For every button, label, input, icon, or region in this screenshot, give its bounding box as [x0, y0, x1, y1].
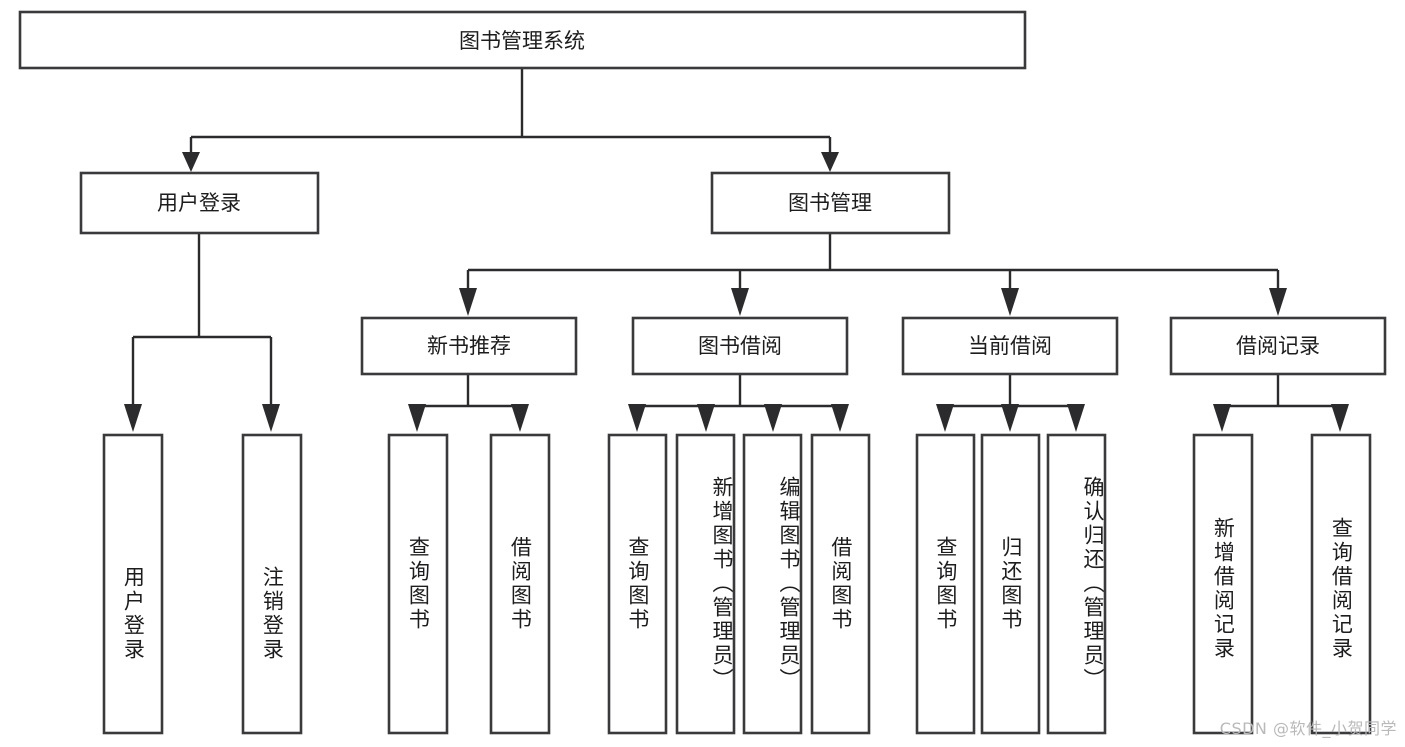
- arrow-head-leaf-confirm-return: [1067, 404, 1085, 432]
- node-leaf-return-book-box[interactable]: [980, 433, 1041, 735]
- node-book-borrow[interactable]: 图书借阅: [631, 316, 849, 376]
- node-current-borrow-label: 当前借阅: [968, 334, 1052, 358]
- connector-group-current-borrow-to-leaves: [936, 374, 1085, 432]
- connector-group-user-login-to-leaves: [124, 233, 280, 432]
- node-leaf-logout-login-box[interactable]: [241, 433, 303, 735]
- node-leaf-query-book-2-box[interactable]: [607, 433, 668, 735]
- arrow-head-leaf-user-login: [124, 404, 142, 432]
- node-root[interactable]: 图书管理系统: [18, 10, 1027, 70]
- arrow-head-user-login: [182, 152, 200, 172]
- node-user-login-box[interactable]: [79, 171, 320, 235]
- node-leaf-confirm-return-box[interactable]: [1046, 433, 1107, 735]
- arrow-head-leaf-query-record: [1331, 404, 1349, 432]
- node-book-borrow-label: 图书借阅: [698, 334, 782, 358]
- node-leaf-query-record-box[interactable]: [1310, 433, 1372, 735]
- node-leaf-user-login-box[interactable]: [102, 433, 164, 735]
- arrow-head-leaf-edit-book: [764, 404, 782, 432]
- node-leaf-add-record-box[interactable]: [1192, 433, 1254, 735]
- node-new-book-recommend-label: 新书推荐: [427, 334, 511, 358]
- arrow-head-leaf-query-book-3: [936, 404, 954, 432]
- connector-group-borrow-record-to-leaves: [1213, 374, 1349, 432]
- arrow-head-leaf-add-record: [1213, 404, 1231, 432]
- node-leaf-edit-book-box[interactable]: [742, 433, 803, 735]
- arrow-head-new-book-recommend: [459, 288, 477, 316]
- node-root-label: 图书管理系统: [459, 29, 585, 53]
- arrow-head-leaf-query-book-1: [408, 404, 426, 432]
- node-root-box[interactable]: [18, 10, 1027, 70]
- connector-group-root-to-level2: [182, 68, 839, 172]
- node-leaf-query-book-1-box[interactable]: [387, 433, 449, 735]
- node-leaf-query-book-3-box[interactable]: [915, 433, 976, 735]
- node-book-manage-box[interactable]: [710, 171, 951, 235]
- arrow-head-leaf-query-book-2: [628, 404, 646, 432]
- node-book-manage[interactable]: 图书管理: [710, 171, 951, 235]
- node-borrow-record-label: 借阅记录: [1236, 334, 1320, 358]
- node-leaf-add-book-box[interactable]: [675, 433, 736, 735]
- node-borrow-record-box[interactable]: [1169, 316, 1387, 376]
- node-user-login-label: 用户登录: [157, 191, 241, 215]
- node-leaf-borrow-book-1-box[interactable]: [489, 433, 551, 735]
- node-current-borrow-box[interactable]: [901, 316, 1119, 376]
- connector-group-book-borrow-to-leaves: [628, 374, 849, 432]
- arrow-head-book-manage: [821, 152, 839, 172]
- node-book-borrow-box[interactable]: [631, 316, 849, 376]
- node-borrow-record[interactable]: 借阅记录: [1169, 316, 1387, 376]
- arrow-head-leaf-add-book: [697, 404, 715, 432]
- node-new-book-recommend-box[interactable]: [360, 316, 578, 376]
- arrow-head-leaf-logout-login: [262, 404, 280, 432]
- csdn-watermark: CSDN @软件_小贺同学: [1219, 719, 1397, 738]
- arrow-head-borrow-record: [1269, 288, 1287, 316]
- leaf-boxes: [102, 433, 1372, 735]
- arrow-head-leaf-return-book: [1001, 404, 1019, 432]
- node-user-login[interactable]: 用户登录: [79, 171, 320, 235]
- arrow-head-leaf-borrow-book-1: [511, 404, 529, 432]
- arrow-head-current-borrow: [1001, 288, 1019, 316]
- node-new-book-recommend[interactable]: 新书推荐: [360, 316, 578, 376]
- connector-group-book-manage-to-level3: [459, 233, 1287, 316]
- arrow-head-leaf-borrow-book-2: [831, 404, 849, 432]
- node-book-manage-label: 图书管理: [788, 191, 872, 215]
- node-current-borrow[interactable]: 当前借阅: [901, 316, 1119, 376]
- arrow-head-book-borrow: [731, 288, 749, 316]
- connector-group-new-book-recommend-to-leaves: [408, 374, 529, 432]
- node-leaf-borrow-book-2-box[interactable]: [810, 433, 871, 735]
